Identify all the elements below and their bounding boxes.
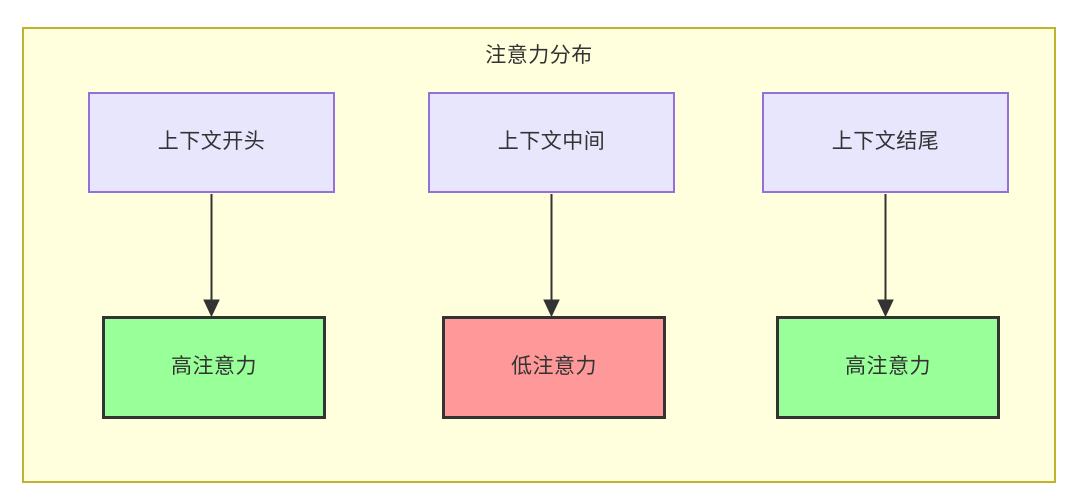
node-outcome-middle-label: 低注意力 (511, 355, 597, 379)
node-context-end[interactable]: 上下文结尾 (762, 92, 1009, 193)
node-context-start-label: 上下文开头 (157, 130, 266, 154)
node-outcome-end-high-attention[interactable]: 高注意力 (776, 316, 1000, 419)
node-outcome-start-label: 高注意力 (171, 355, 257, 379)
node-context-middle[interactable]: 上下文中间 (428, 92, 675, 193)
subgraph-title: 注意力分布 (485, 44, 593, 67)
node-context-end-label: 上下文结尾 (831, 130, 940, 154)
node-context-middle-label: 上下文中间 (497, 130, 606, 154)
node-outcome-end-label: 高注意力 (845, 355, 931, 379)
node-context-start[interactable]: 上下文开头 (88, 92, 335, 193)
node-outcome-middle-low-attention[interactable]: 低注意力 (442, 316, 666, 419)
node-outcome-start-high-attention[interactable]: 高注意力 (102, 316, 326, 419)
